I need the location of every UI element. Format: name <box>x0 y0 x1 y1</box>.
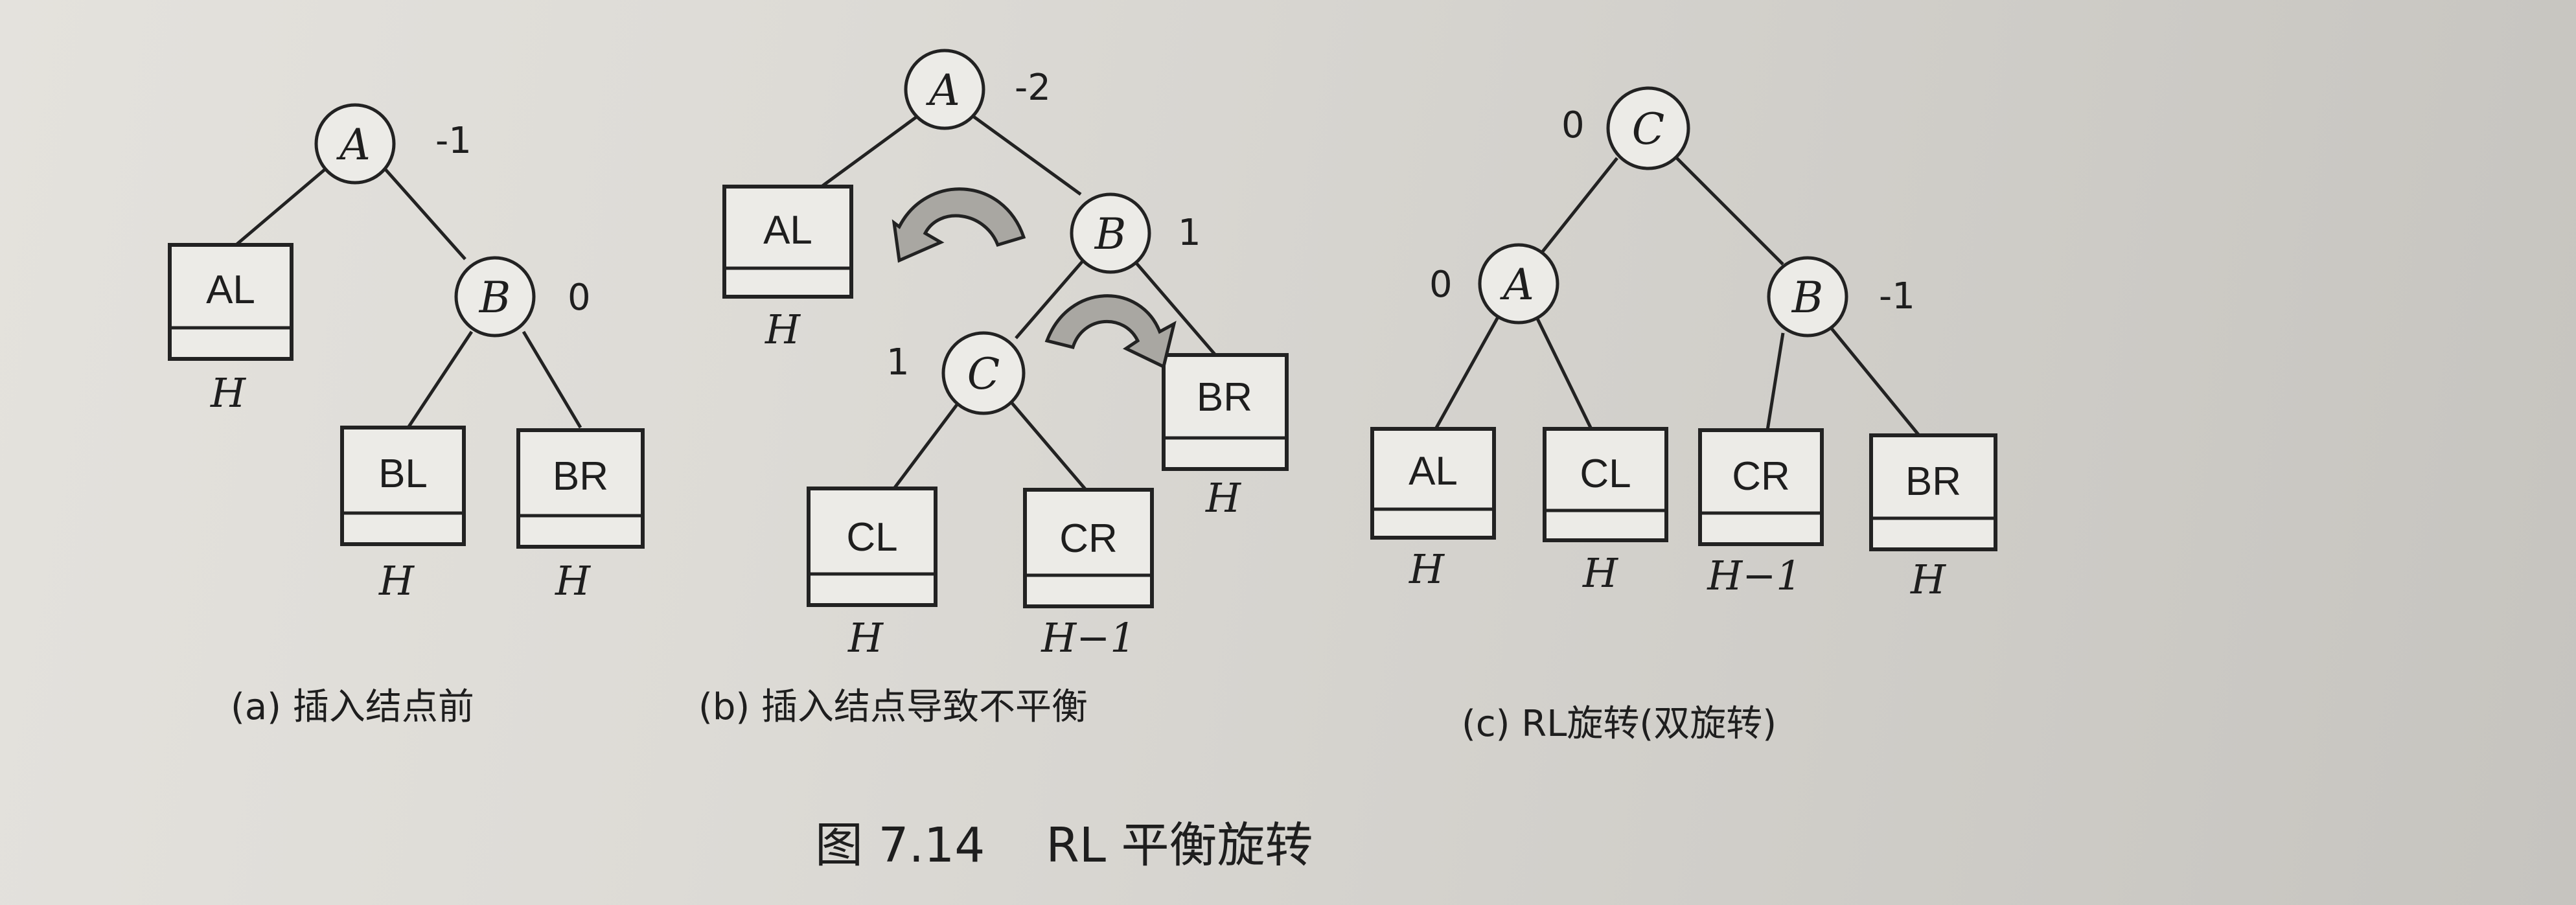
node-c-A-label: A <box>1499 260 1534 310</box>
edge-a-A-B <box>381 165 466 260</box>
edge-c-C-A <box>1539 157 1618 255</box>
box-c-AL-height: H <box>1409 545 1445 593</box>
node-c-B-balance: -1 <box>1879 275 1915 317</box>
node-c-A-balance: 0 <box>1429 264 1453 306</box>
box-c-BR-label: BR <box>1905 459 1961 504</box>
node-b-A <box>904 49 985 130</box>
box-b-CR <box>1023 488 1154 608</box>
node-c-C <box>1606 86 1690 170</box>
panel-b: A -2 B 1 C 1 AL H BR H CL H CR H−1 (b) 插… <box>698 49 1289 728</box>
box-a-AL <box>168 243 293 361</box>
box-a-BR-label: BR <box>553 454 608 499</box>
node-a-B <box>454 256 536 338</box>
node-a-A-label: A <box>336 120 371 170</box>
node-c-B-label: B <box>1791 273 1824 323</box>
node-a-A-balance: -1 <box>435 120 472 162</box>
rotate-arrow-1-icon <box>891 187 1026 263</box>
box-c-CL-height: H <box>1582 549 1619 597</box>
node-a-B-label: B <box>479 273 511 323</box>
box-b-AL-label: AL <box>763 208 812 253</box>
box-c-AL <box>1370 427 1496 540</box>
edge-c-B-BR <box>1830 326 1920 437</box>
node-c-C-balance: 0 <box>1561 104 1585 146</box>
node-c-B <box>1767 256 1848 338</box>
box-b-AL <box>722 185 853 299</box>
box-b-CL-height: H <box>847 614 884 661</box>
box-c-CR-label: CR <box>1732 454 1790 499</box>
node-a-A <box>314 103 396 185</box>
edge-a-B-BR <box>522 330 582 429</box>
box-a-BL <box>340 426 466 546</box>
rotate-arrow-2-icon <box>1044 294 1177 369</box>
box-a-AL-height: H <box>210 369 247 417</box>
node-b-A-balance: -2 <box>1015 67 1051 109</box>
node-a-B-balance: 0 <box>568 277 591 319</box>
edge-b-A-AL <box>820 113 920 189</box>
edge-a-A-AL <box>233 165 330 247</box>
node-b-C <box>941 331 1026 415</box>
box-b-AL-height: H <box>765 306 801 353</box>
box-b-CL <box>807 487 937 607</box>
edge-a-B-BL <box>406 330 474 429</box>
edge-b-C-CR <box>1009 400 1087 491</box>
panel-c: C 0 A 0 B -1 AL H CL H CR H−1 BR H (c) R… <box>1370 86 1997 745</box>
node-b-B-label: B <box>1094 209 1127 259</box>
edge-c-A-CL <box>1535 316 1593 430</box>
box-c-CR <box>1698 428 1824 546</box>
box-c-BR-height: H <box>1910 556 1947 603</box>
panel-a: A -1 B 0 AL H BL H BR H (a) 插入结点前 <box>168 103 645 728</box>
box-a-AL-label: AL <box>206 268 255 312</box>
edge-b-A-B <box>971 113 1082 196</box>
box-b-CR-height: H−1 <box>1041 614 1135 661</box>
box-b-BR-height: H <box>1205 474 1242 521</box>
edge-c-A-AL <box>1434 314 1501 430</box>
box-b-CL-label: CL <box>846 515 897 560</box>
box-c-CL <box>1543 427 1668 542</box>
node-c-C-label: C <box>1632 104 1665 154</box>
node-b-C-label: C <box>967 349 1000 399</box>
edge-c-B-CR <box>1765 332 1785 431</box>
caption-c: (c) RL旋转(双旋转) <box>1462 703 1777 745</box>
box-c-CR-height: H−1 <box>1707 552 1801 599</box>
caption-b: (b) 插入结点导致不平衡 <box>698 686 1088 728</box>
box-a-BL-label: BL <box>378 452 428 496</box>
node-b-C-balance: 1 <box>886 341 910 384</box>
node-c-A <box>1478 243 1559 325</box>
node-b-B <box>1070 192 1151 274</box>
node-b-B-balance: 1 <box>1178 212 1201 254</box>
box-b-BR-label: BR <box>1197 375 1252 420</box>
box-a-BR <box>516 428 645 549</box>
edge-b-B-C <box>1015 259 1085 339</box>
node-b-A-label: A <box>925 65 960 115</box>
box-a-BL-height: H <box>378 557 415 604</box>
box-a-BR-height: H <box>555 557 592 604</box>
caption-a: (a) 插入结点前 <box>231 686 474 728</box>
box-c-AL-label: AL <box>1409 449 1458 494</box>
box-c-BR <box>1869 433 1997 551</box>
edge-c-C-B <box>1675 157 1784 266</box>
box-b-CR-label: CR <box>1059 516 1118 561</box>
figure-caption: 图 7.14 RL 平衡旋转 <box>815 818 1313 873</box>
edge-b-B-BR <box>1134 260 1217 356</box>
box-c-CL-label: CL <box>1580 452 1631 496</box>
edge-b-C-CL <box>893 399 961 490</box>
box-b-BR <box>1162 353 1289 471</box>
